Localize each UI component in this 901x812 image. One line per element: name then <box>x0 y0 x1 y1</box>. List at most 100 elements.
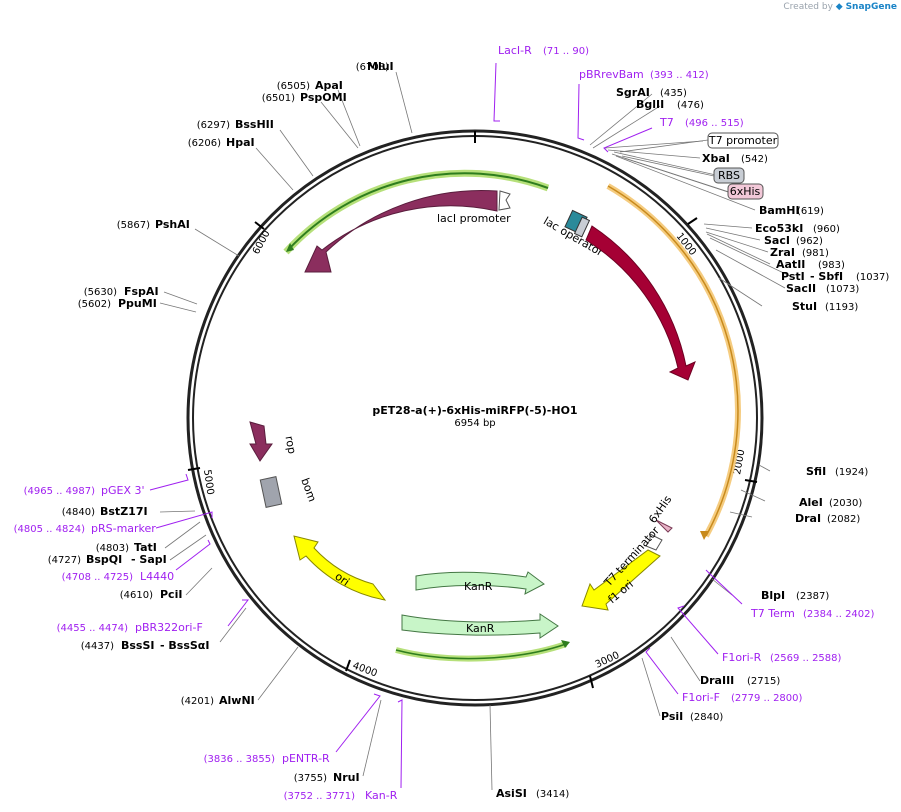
primer-labels: LacI-R (71 .. 90) pBRrevBam (393 .. 412)… <box>14 44 875 802</box>
site-name-pspomi[interactable]: PspOMI <box>300 91 347 104</box>
site-name-tati[interactable]: TatI <box>134 541 157 554</box>
kanR-feature-2[interactable] <box>401 613 559 639</box>
rbs-box[interactable] <box>713 167 745 184</box>
site-name-sfii[interactable]: SfiI <box>806 465 826 478</box>
site-pos-asisi: (3414) <box>536 789 569 800</box>
site-pos-sfii: (1924) <box>835 467 868 478</box>
iRFP682-feature[interactable] <box>585 225 696 381</box>
primer-pos-l4440: (4708 .. 4725) <box>62 572 134 583</box>
6xHis-feature[interactable] <box>655 519 673 533</box>
site-pos-bsshii: (6297) <box>197 120 230 131</box>
primer-name-l4440[interactable]: L4440 <box>140 570 174 583</box>
site-name-nrui[interactable]: NruI <box>333 771 360 784</box>
bom-feature[interactable] <box>259 476 283 508</box>
site-pos-alei: (2030) <box>829 498 862 509</box>
credit-brand: SnapGene <box>845 2 897 12</box>
kanR-feature-1[interactable] <box>415 571 545 595</box>
primer-pos-f1ori-r: (2569 .. 2588) <box>770 653 842 664</box>
site-name-apai[interactable]: ApaI <box>315 79 343 92</box>
t7-promoter-box[interactable] <box>707 132 779 149</box>
site-name-alei[interactable]: AleI <box>799 496 823 509</box>
primer-name-t7-term[interactable]: T7 Term <box>750 607 795 620</box>
site-name-psii[interactable]: PsiI <box>661 710 683 723</box>
site-pos-zrai: (981) <box>802 248 829 259</box>
site-name-bsssi[interactable]: BssSI <box>121 639 155 652</box>
site-pos-psti: (1037) <box>856 272 889 283</box>
site-name-mlui[interactable]: MluI <box>367 60 394 73</box>
tick-6000 <box>254 221 265 230</box>
site-name-ppumi[interactable]: PpuMI <box>118 297 157 310</box>
site-pos-ppumi: (5602) <box>78 299 111 310</box>
ori-feature[interactable] <box>293 535 387 601</box>
site-name-zrai[interactable]: ZraI <box>770 246 795 259</box>
primer-pos-t7: (496 .. 515) <box>685 118 744 129</box>
site-name-bsshii[interactable]: BssHII <box>235 118 274 131</box>
site-name-hpai[interactable]: HpaI <box>226 136 255 149</box>
kanR-label-2: KanR <box>466 622 495 635</box>
lacI-feature[interactable] <box>304 189 498 273</box>
site-name-sgrai[interactable]: SgrAI <box>616 86 650 99</box>
rbs-feature[interactable] <box>573 216 591 238</box>
lacI-promoter-feature[interactable] <box>498 190 511 211</box>
site-name-psti[interactable]: PstI <box>781 270 805 283</box>
tick-label-5000: 5000 <box>201 469 215 496</box>
site-name-alwni[interactable]: AlwNI <box>219 694 255 707</box>
site-name-drai[interactable]: DraI <box>795 512 821 525</box>
site-name-draiii[interactable]: DraIII <box>700 674 734 687</box>
lacI-orf-arrowhead <box>286 243 294 252</box>
site-pos-tati: (4803) <box>96 543 129 554</box>
primer-leader-lines <box>149 62 743 789</box>
tick-2000 <box>744 479 758 483</box>
primer-name-laci-r[interactable]: LacI-R <box>498 44 532 57</box>
primer-name-pbrrevbam[interactable]: pBRrevBam <box>579 68 644 81</box>
site-pos-bspqi: (4727) <box>48 555 81 566</box>
site-pos-pspomi: (6501) <box>262 93 295 104</box>
t7-terminator-feature[interactable] <box>645 533 663 551</box>
site-name-bamhi[interactable]: BamHI <box>759 204 800 217</box>
site-name-blpi[interactable]: BlpI <box>761 589 785 602</box>
site-name-asisi[interactable]: AsiSI <box>496 787 527 800</box>
site-pos-xbai: (542) <box>741 154 768 165</box>
site-name-bspqi[interactable]: BspQI <box>86 553 122 566</box>
site-name-bglii[interactable]: BglII <box>636 98 664 111</box>
primer-pos-laci-r: (71 .. 90) <box>543 46 589 57</box>
tick-4000 <box>345 659 351 672</box>
primer-name-pgex3[interactable]: pGEX 3' <box>101 484 145 497</box>
rop-feature[interactable] <box>249 421 273 462</box>
site-name-pshai[interactable]: PshAI <box>155 218 190 231</box>
site-name-bstz17i[interactable]: BstZ17I <box>100 505 148 518</box>
site-pos-draiii: (2715) <box>747 676 780 687</box>
site-name-sacii[interactable]: SacII <box>786 282 816 295</box>
site-pos-saci: (962) <box>796 236 823 247</box>
primer-pos-t7-term: (2384 .. 2402) <box>803 609 875 620</box>
site-pos-mlui: (6708) <box>356 62 389 73</box>
primer-name-kan-r[interactable]: Kan-R <box>365 789 398 802</box>
primer-name-pbr322ori-f[interactable]: pBR322ori-F <box>135 621 203 634</box>
primer-name-prs-marker[interactable]: pRS-marker <box>91 522 156 535</box>
site-pos-apai: (6505) <box>277 81 310 92</box>
tick-3000 <box>589 675 594 689</box>
6xhis-box[interactable] <box>727 183 764 200</box>
primer-name-f1ori-r[interactable]: F1ori-R <box>722 651 762 664</box>
site-name-stui[interactable]: StuI <box>792 300 817 313</box>
primer-pos-kan-r: (3752 .. 3771) <box>284 791 356 802</box>
credit-prefix: Created by <box>783 2 833 12</box>
primer-name-pentr-r[interactable]: pENTR-R <box>282 752 330 765</box>
site-pos-pshai: (5867) <box>117 220 150 231</box>
orf-arrowhead-right <box>700 531 709 540</box>
site-name-pcii[interactable]: PciI <box>160 588 182 601</box>
site-pos-stui: (1193) <box>825 302 858 313</box>
site-name-fspai[interactable]: FspAI <box>124 285 159 298</box>
site-pos-bsssi: (4437) <box>81 641 114 652</box>
kanR-orf-arrowhead <box>561 640 570 648</box>
f1-ori-feature[interactable] <box>581 549 661 611</box>
site-name-eco53ki[interactable]: Eco53kI <box>755 222 803 235</box>
map-size: 6954 bp <box>454 418 495 429</box>
primer-name-f1ori-f[interactable]: F1ori-F <box>682 691 720 704</box>
site-name-xbai[interactable]: XbaI <box>702 152 730 165</box>
primer-name-t7[interactable]: T7 <box>659 116 674 129</box>
site-name-aatii[interactable]: AatII <box>776 258 805 271</box>
primer-pos-f1ori-f: (2779 .. 2800) <box>731 693 803 704</box>
orf-line-right <box>607 185 739 537</box>
site-name-saci[interactable]: SacI <box>764 234 790 247</box>
